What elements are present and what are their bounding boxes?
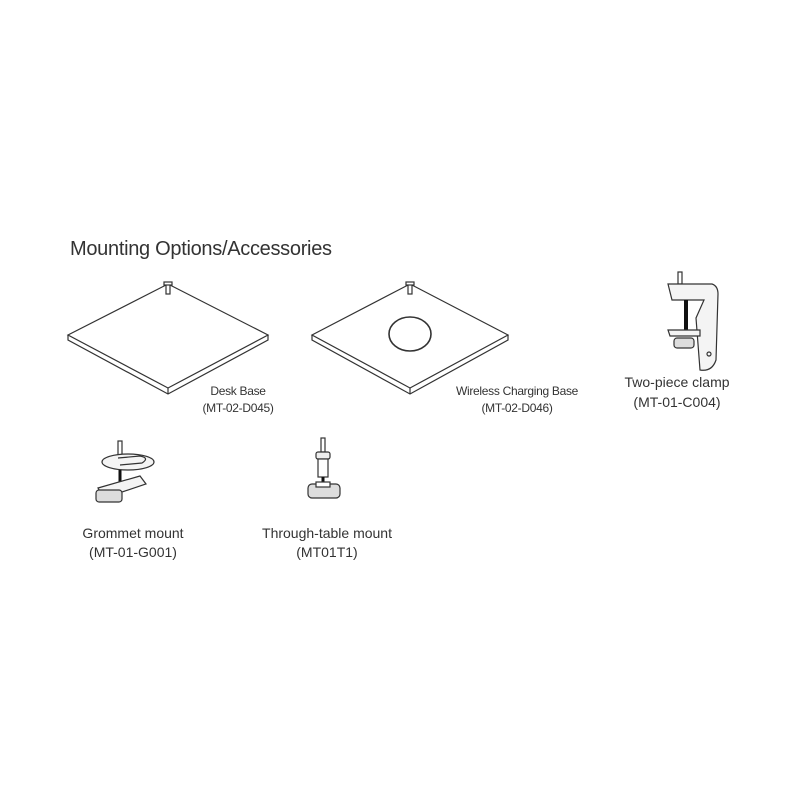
two-piece-clamp-label: Two-piece clamp: [624, 374, 730, 390]
grommet-mount-label: Grommet mount: [82, 525, 184, 541]
two-piece-clamp-code: (MT-01-C004): [633, 394, 721, 410]
page-title: Mounting Options/Accessories: [70, 238, 332, 260]
wireless-charging-base-label: Wireless Charging Base: [455, 384, 579, 398]
grommet-mount-code: (MT-01-G001): [89, 544, 177, 560]
desk-base-image: [66, 281, 270, 395]
wireless-charging-base-image: [310, 281, 510, 395]
desk-base-label: Desk Base: [210, 384, 266, 398]
grommet-mount-image: [95, 440, 155, 503]
two-piece-clamp-image: [667, 271, 719, 371]
through-table-mount-code: (MT01T1): [296, 544, 358, 560]
wireless-charging-base-code: (MT-02-D046): [481, 401, 553, 415]
desk-base-code: (MT-02-D045): [202, 401, 274, 415]
through-table-mount-label: Through-table mount: [262, 525, 392, 541]
through-table-mount-image: [307, 437, 341, 499]
